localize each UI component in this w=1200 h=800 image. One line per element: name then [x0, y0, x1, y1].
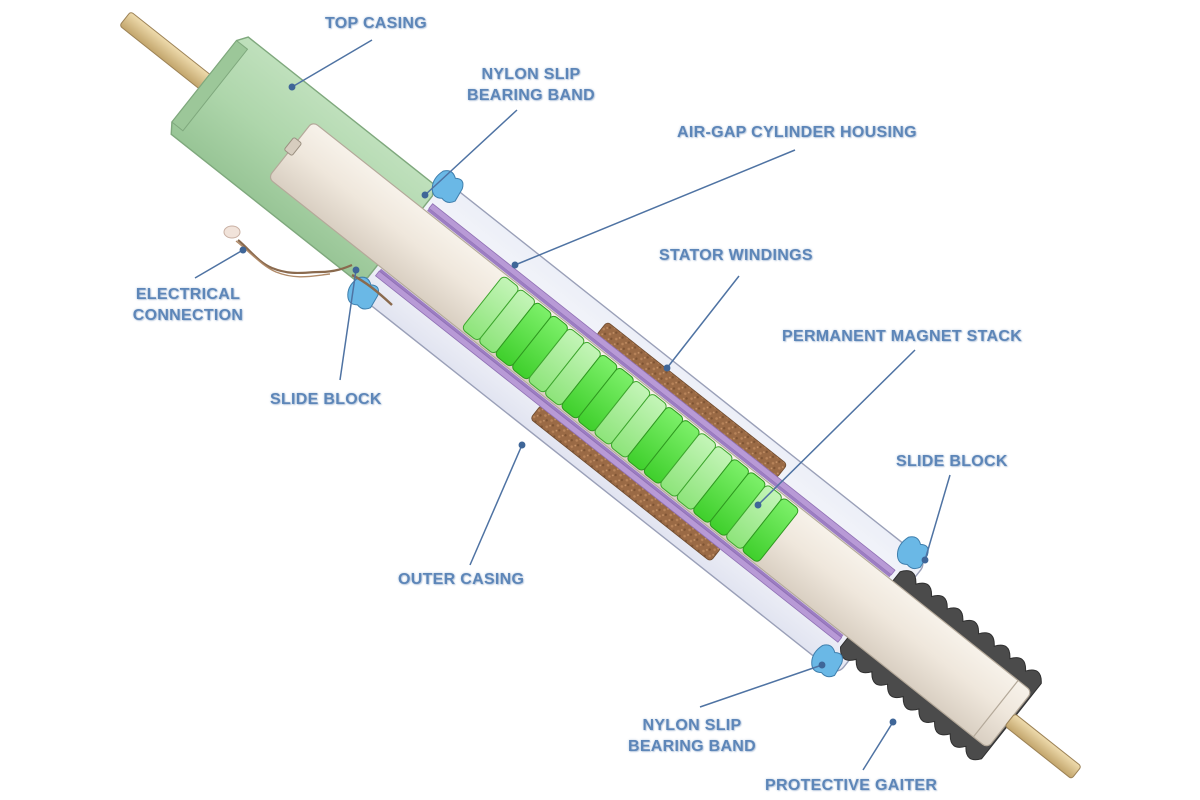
label-air-gap-cylinder-housing: AIR-GAP CYLINDER HOUSING — [677, 124, 917, 141]
label-slide-block-right: SLIDE BLOCK — [896, 453, 1008, 470]
label-slide-block-left: SLIDE BLOCK — [270, 391, 382, 408]
label-permanent-magnet-stack: PERMANENT MAGNET STACK — [782, 328, 1023, 345]
label-electrical-line1: ELECTRICAL — [135, 286, 241, 303]
leader-air-gap — [511, 149, 796, 269]
label-nylon-bottom-line2: BEARING BAND — [627, 738, 757, 755]
slide-block-top-right — [896, 536, 929, 570]
label-protective-gaiter: PROTECTIVE GAITER — [765, 777, 938, 794]
leader-gaiter — [862, 718, 897, 771]
leader-lines — [194, 39, 951, 771]
leader-electrical — [194, 246, 247, 279]
guide-rails — [374, 203, 896, 643]
leader-stator — [663, 275, 740, 372]
leader-top-casing — [288, 39, 373, 91]
bottom-rod — [1005, 714, 1081, 779]
slide-block-bottom-right — [811, 644, 843, 678]
leader-magnet — [754, 349, 916, 509]
label-top-casing: TOP CASING — [325, 15, 427, 32]
label-nylon-slip-bearing-band-bottom: NYLON SLIP BEARING BAND — [612, 715, 772, 757]
slide-block-bottom-left — [347, 276, 379, 310]
leader-nylon-bottom — [699, 661, 826, 708]
top-rod — [120, 12, 217, 94]
leader-slide-right — [921, 474, 951, 564]
leader-slide-left — [339, 266, 360, 381]
leader-nylon-top — [421, 109, 518, 199]
label-electrical-connection: ELECTRICAL CONNECTION — [118, 284, 258, 326]
permanent-magnet-stack — [462, 276, 799, 562]
electrical-wire — [223, 225, 393, 306]
label-stator-windings: STATOR WINDINGS — [659, 247, 813, 264]
label-nylon-bottom-line1: NYLON SLIP — [642, 717, 742, 734]
label-nylon-slip-bearing-band-top: NYLON SLIP BEARING BAND — [456, 64, 606, 106]
label-nylon-top-line1: NYLON SLIP — [481, 66, 581, 83]
label-nylon-top-line2: BEARING BAND — [466, 87, 596, 104]
label-electrical-line2: CONNECTION — [132, 307, 244, 324]
leader-outer-casing — [469, 441, 526, 566]
slide-block-top-left — [431, 170, 464, 203]
label-outer-casing: OUTER CASING — [398, 571, 525, 588]
